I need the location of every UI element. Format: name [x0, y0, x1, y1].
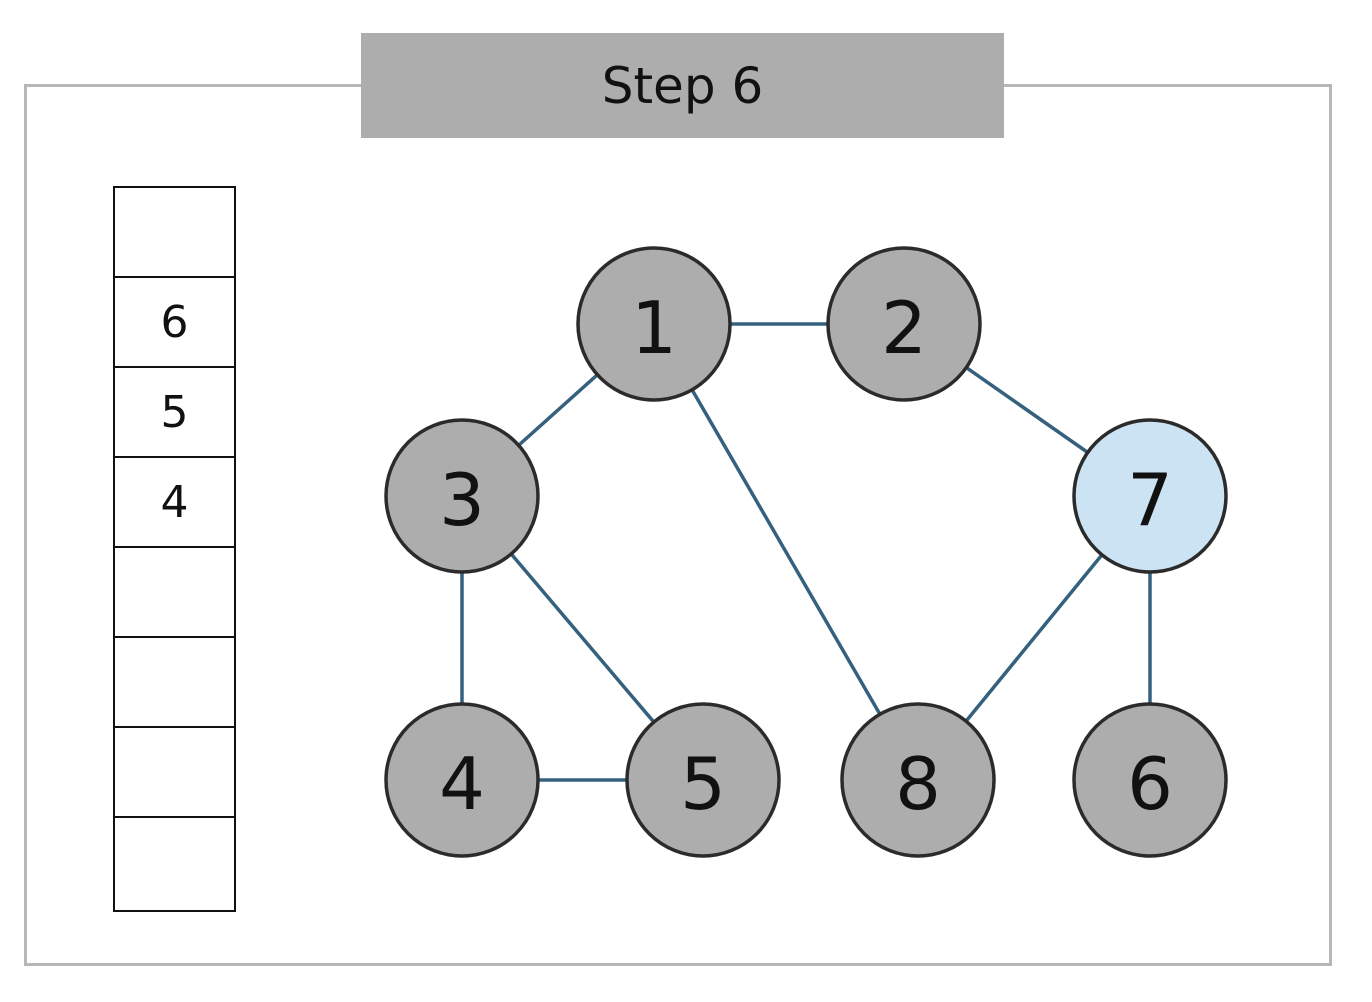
- node-5: 5: [625, 702, 781, 858]
- node-1: 1: [576, 246, 732, 402]
- stack-slot-6: [115, 638, 234, 728]
- stack-slot-2: 6: [115, 278, 234, 368]
- stack-slot-4: 4: [115, 458, 234, 548]
- node-7-circle: [1072, 418, 1228, 574]
- node-7: 7: [1072, 418, 1228, 574]
- node-6: 6: [1072, 702, 1228, 858]
- stack-slot-3: 5: [115, 368, 234, 458]
- stack-slot-7: [115, 728, 234, 818]
- node-4: 4: [384, 702, 540, 858]
- node-8-circle: [840, 702, 996, 858]
- node-4-circle: [384, 702, 540, 858]
- node-2-label: 2: [881, 286, 927, 370]
- stack-slot-5: [115, 548, 234, 638]
- node-7-label: 7: [1127, 458, 1173, 542]
- node-2: 2: [826, 246, 982, 402]
- node-8: 8: [840, 702, 996, 858]
- stack-column: 6 5 4: [113, 186, 236, 912]
- node-3: 3: [384, 418, 540, 574]
- node-6-label: 6: [1127, 742, 1173, 826]
- node-5-label: 5: [680, 742, 726, 826]
- node-5-circle: [625, 702, 781, 858]
- edge-1-8: [652, 323, 920, 781]
- node-3-circle: [384, 418, 540, 574]
- edges-layer: [460, 322, 1152, 782]
- stack-slot-1: [115, 188, 234, 278]
- node-1-circle: [576, 246, 732, 402]
- step-title: Step 6: [361, 33, 1004, 138]
- node-8-label: 8: [895, 742, 941, 826]
- node-2-circle: [826, 246, 982, 402]
- node-1-label: 1: [631, 286, 677, 370]
- node-6-circle: [1072, 702, 1228, 858]
- node-4-label: 4: [439, 742, 485, 826]
- nodes-layer: 1 2 3 4 5 6 7 8: [384, 246, 1228, 858]
- node-3-label: 3: [439, 458, 485, 542]
